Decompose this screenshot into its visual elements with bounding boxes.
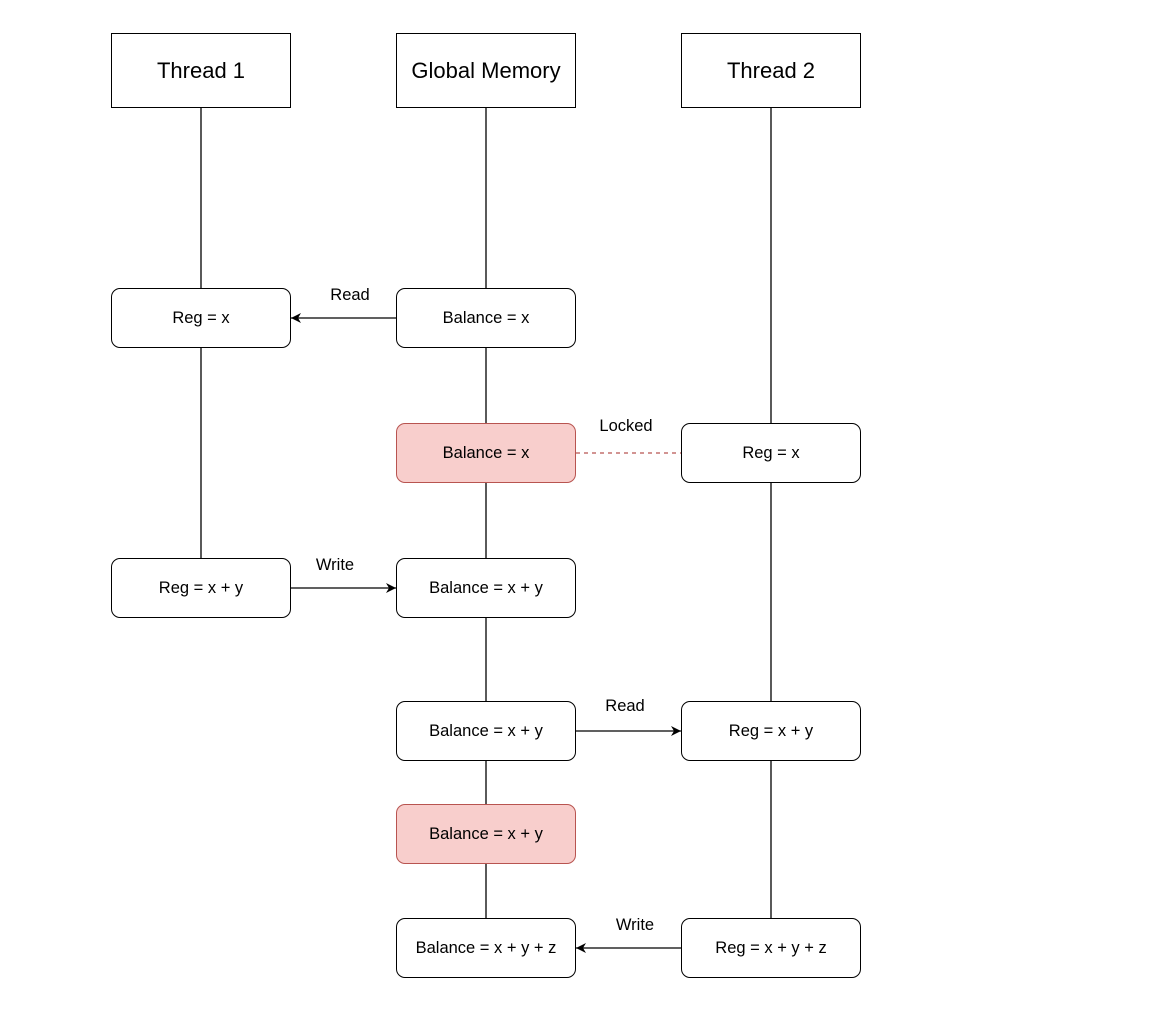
locked-label: Locked — [599, 417, 653, 435]
memory-balance-x-plus-y-locked: Balance = x + y — [396, 804, 576, 864]
read-label-1: Read — [330, 286, 370, 304]
read-label-2: Read — [605, 697, 645, 715]
write-label-2: Write — [615, 916, 655, 934]
memory-balance-x-locked: Balance = x — [396, 423, 576, 483]
memory-balance-x: Balance = x — [396, 288, 576, 348]
write-label-1: Write — [315, 556, 355, 574]
global-memory-header: Global Memory — [396, 33, 576, 108]
memory-balance-x-plus-y-plus-z: Balance = x + y + z — [396, 918, 576, 978]
thread1-reg-x-plus-y: Reg = x + y — [111, 558, 291, 618]
thread1-header: Thread 1 — [111, 33, 291, 108]
thread2-reg-x-plus-y: Reg = x + y — [681, 701, 861, 761]
thread2-header: Thread 2 — [681, 33, 861, 108]
memory-balance-x-plus-y-1: Balance = x + y — [396, 558, 576, 618]
thread2-reg-x: Reg = x — [681, 423, 861, 483]
memory-balance-x-plus-y-2: Balance = x + y — [396, 701, 576, 761]
thread2-reg-x-plus-y-plus-z: Reg = x + y + z — [681, 918, 861, 978]
thread1-reg-x: Reg = x — [111, 288, 291, 348]
